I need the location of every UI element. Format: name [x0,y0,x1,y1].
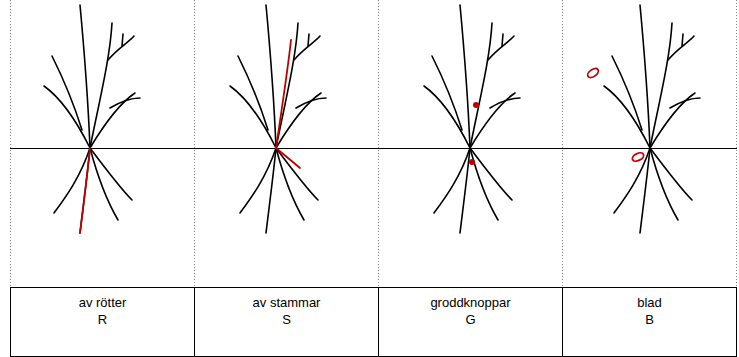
table-cell-text: blad [563,295,736,311]
label-table [11,287,737,357]
table-cell-text: av rötter [11,295,194,311]
table-cell-text: groddknoppar [379,295,562,311]
bud-dots [469,102,479,165]
panel-borders [11,0,737,287]
table-cell-text: av stammar [195,295,378,311]
table-cell-code: G [379,312,562,328]
table-cell-code: B [563,312,736,328]
table-cell-code: R [11,312,194,328]
ground-line [10,148,737,149]
table-cell-code: S [195,312,378,328]
highlight-parts [80,40,645,233]
